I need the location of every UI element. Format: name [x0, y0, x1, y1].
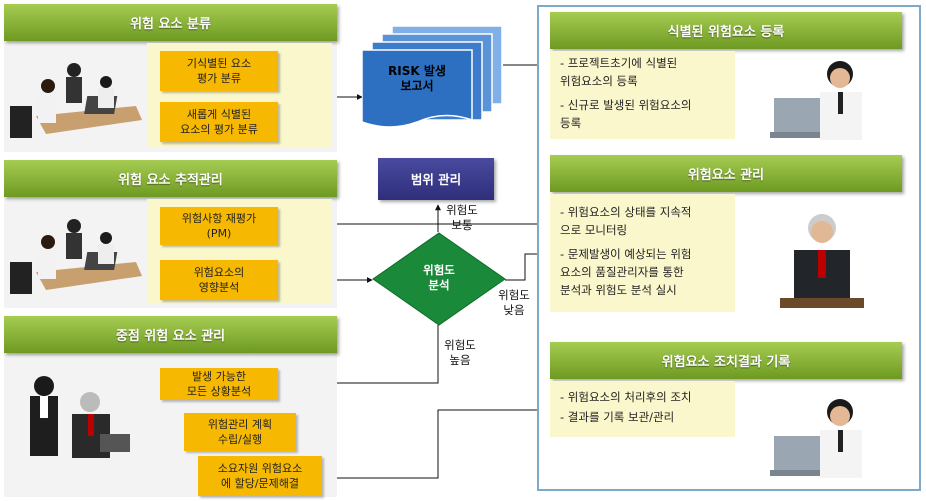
box-impact-analysis: 위험요소의 영향분석: [160, 260, 278, 300]
box-risk-reassess: 위험사항 재평가 (PM): [160, 207, 278, 245]
management-items-box: [550, 194, 735, 312]
scope-management-box: [378, 158, 494, 200]
risk-report-stack: [361, 24, 507, 134]
header-risk-classification: 위험 요소 분류: [4, 4, 337, 41]
header-key-risk-management: 중점 위험 요소 관리: [4, 316, 337, 353]
header-action-record: 위험요소 조치결과 기록: [550, 342, 902, 379]
label-risk-normal: 위험도 보통: [446, 203, 478, 232]
executive-image: [780, 214, 864, 308]
box-risk-plan-execute: 위험관리 계획 수립/실행: [184, 413, 296, 451]
header-risk-register: 식별된 위험요소 등록: [550, 12, 902, 49]
risk-report-label: RISK 발생 보고서: [388, 64, 446, 93]
header-risk-tracking: 위험 요소 추적관리: [4, 160, 337, 197]
box-analyze-all-situations: 발생 가능한 모든 상황분석: [160, 368, 278, 400]
meeting-people-image: [10, 63, 142, 138]
arrow-resolve-to-record: [322, 407, 551, 479]
label-risk-low: 위험도 낮음: [498, 288, 530, 317]
record-item-2: - 결과를 기록 보관/관리: [560, 410, 675, 424]
meeting-people-image-2: [10, 219, 142, 294]
register-item-1: - 프로젝트초기에 식별된 위험요소의 등록: [560, 56, 678, 88]
management-item-2: - 문제발생이 예상되는 위험 요소의 품질관리자를 통한 분석과 위험도 분석…: [560, 247, 692, 297]
register-item-2: - 신규로 발생된 위험요소의 등록: [560, 98, 692, 130]
business-people-image: [30, 376, 130, 458]
scope-management-label: 범위 관리: [410, 172, 462, 187]
header-risk-management: 위험요소 관리: [550, 155, 902, 192]
risk-analysis-diamond: [372, 232, 506, 326]
management-item-1: - 위험요소의 상태를 지속적 으로 모니터링: [560, 205, 692, 237]
record-item-1: - 위험요소의 처리후의 조치: [560, 390, 692, 404]
box-new-risk-eval: 새롭게 식별된 요소의 평가 분류: [160, 102, 278, 142]
label-risk-high: 위험도 높음: [444, 338, 476, 367]
box-existing-risk-eval: 기식별된 요소 평가 분류: [160, 51, 278, 91]
office-worker-image: [770, 61, 862, 140]
register-items-box: [550, 51, 735, 139]
risk-analysis-label: 위험도 분석: [423, 263, 455, 292]
record-items-box: [550, 381, 735, 437]
office-worker-image-2: [770, 399, 862, 478]
box-assign-resolve: 소요자원 위험요소 에 할당/문제해결: [198, 456, 322, 496]
